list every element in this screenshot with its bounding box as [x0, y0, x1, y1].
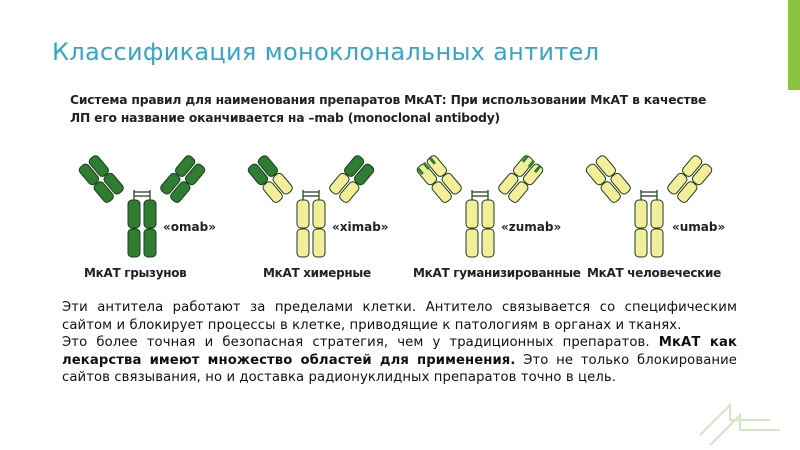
- heavy-chain-segment: [296, 228, 310, 258]
- heavy-chain-segment: [312, 199, 326, 229]
- antibody-suffix-zumab: «zumab»: [501, 220, 562, 234]
- antibody-label-humanized: МкАТ гуманизированные: [413, 266, 581, 280]
- arm-constant-heavy: [160, 172, 181, 195]
- hinge-disulfide: [640, 190, 658, 200]
- hinge-disulfide: [302, 190, 320, 200]
- accent-bar: [788, 0, 800, 90]
- arm-variable-heavy: [78, 163, 100, 186]
- arm-variable-heavy: [681, 155, 703, 177]
- arm-constant-heavy: [498, 172, 519, 195]
- cdr-region: [416, 166, 424, 176]
- cdr-region: [521, 154, 530, 163]
- antibody-suffix-omab: «omab»: [163, 220, 216, 234]
- arm-constant-heavy: [93, 181, 114, 203]
- arm-constant-light: [610, 172, 631, 195]
- antibody-chimeric: [247, 155, 375, 258]
- arm-variable-light: [595, 155, 617, 177]
- arm-constant-light: [508, 181, 529, 203]
- arm-constant-heavy: [329, 172, 350, 195]
- antibody-label-human: МкАТ человеческие: [587, 266, 721, 280]
- heavy-chain-segment: [481, 199, 495, 229]
- cdr-region: [428, 156, 437, 165]
- arm-constant-light: [170, 181, 191, 203]
- cdr-region: [533, 165, 542, 174]
- heavy-chain-segment: [650, 228, 664, 258]
- antibody-suffix-ximab: «ximab»: [332, 220, 389, 234]
- heavy-chain-segment: [143, 199, 157, 229]
- cdr-region: [527, 159, 536, 168]
- arm-constant-heavy: [262, 181, 283, 203]
- arm-variable-light: [257, 155, 279, 177]
- antibody-human: [585, 155, 713, 258]
- heavy-chain-segment: [481, 228, 495, 258]
- heavy-chain-segment: [127, 228, 141, 258]
- slide-title: Классификация моноклональных антител: [52, 38, 600, 66]
- antibody-suffix-umab: «umab»: [672, 220, 726, 234]
- body-text: Эти антитела работают за пределами клетк…: [62, 299, 737, 387]
- arm-constant-light: [441, 172, 462, 195]
- paragraph-1: Эти антитела работают за пределами клетк…: [62, 300, 737, 333]
- arm-variable-heavy: [174, 155, 196, 177]
- hinge-disulfide: [133, 190, 151, 200]
- arm-variable-heavy: [512, 155, 534, 177]
- arm-variable-heavy: [585, 163, 607, 186]
- arm-variable-heavy: [416, 163, 438, 186]
- arm-constant-light: [339, 181, 360, 203]
- antibody-label-chimeric: МкАТ химерные: [263, 266, 371, 280]
- hinge-disulfide: [471, 190, 489, 200]
- decorative-arrows-icon: [699, 402, 780, 446]
- heavy-chain-segment: [296, 199, 310, 229]
- heavy-chain-segment: [127, 199, 141, 229]
- arm-variable-heavy: [343, 155, 365, 177]
- antibody-label-murine: МкАТ грызунов: [84, 266, 187, 280]
- arm-constant-heavy: [431, 181, 452, 203]
- heavy-chain-segment: [312, 228, 326, 258]
- arm-variable-light: [88, 155, 110, 177]
- arm-constant-heavy: [600, 181, 621, 203]
- arm-variable-heavy: [247, 163, 269, 186]
- heavy-chain-segment: [465, 199, 479, 229]
- heavy-chain-segment: [143, 228, 157, 258]
- heavy-chain-segment: [465, 228, 479, 258]
- heavy-chain-segment: [650, 199, 664, 229]
- paragraph-2-end: Это не только блокирование сайтов связыв…: [62, 352, 737, 386]
- arm-constant-light: [103, 172, 124, 195]
- antibody-murine: [78, 155, 206, 258]
- heavy-chain-segment: [634, 199, 648, 229]
- antibody-diagrams: [78, 154, 713, 258]
- arm-variable-light: [691, 163, 713, 186]
- arm-variable-light: [353, 163, 375, 186]
- paragraph-2: Это более точная и безопасная стратегия,…: [62, 334, 737, 387]
- arm-constant-heavy: [667, 172, 688, 195]
- cdr-region: [422, 161, 430, 170]
- antibody-humanized: [416, 154, 544, 258]
- figure-caption: Система правил для наименования препарат…: [70, 93, 707, 125]
- arm-constant-light: [677, 181, 698, 203]
- heavy-chain-segment: [634, 228, 648, 258]
- arm-constant-light: [272, 172, 293, 195]
- paragraph-2-bold: МкАТ как лекарства имеют множество облас…: [62, 335, 737, 368]
- arm-variable-light: [184, 163, 206, 186]
- paragraph-2-start: Это более точная и безопасная стратегия,…: [62, 335, 659, 351]
